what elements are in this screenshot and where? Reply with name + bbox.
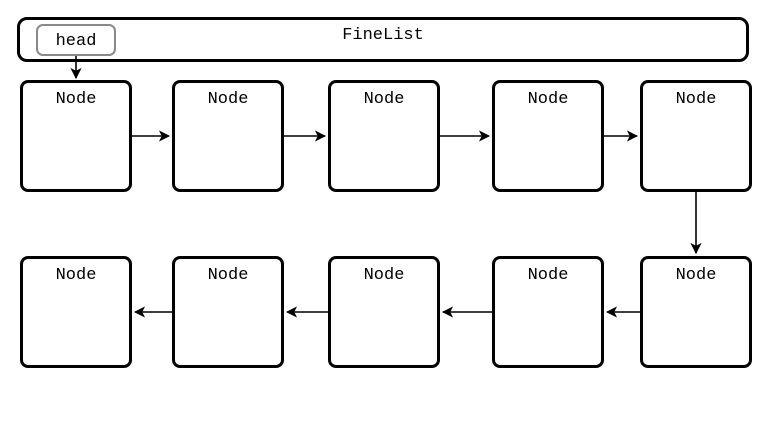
- node-row1-1: Node: [20, 80, 132, 192]
- node-label: Node: [55, 90, 97, 109]
- node-row2-2: Node: [172, 256, 284, 368]
- node-label: Node: [207, 266, 249, 285]
- node-label: Node: [675, 266, 717, 285]
- node-label: Node: [675, 90, 717, 109]
- node-row1-4: Node: [492, 80, 604, 192]
- node-label: Node: [527, 266, 569, 285]
- node-label: Node: [363, 266, 405, 285]
- node-label: Node: [363, 90, 405, 109]
- node-label: Node: [527, 90, 569, 109]
- node-row1-2: Node: [172, 80, 284, 192]
- head-label: head: [55, 32, 97, 51]
- node-row2-5: Node: [640, 256, 752, 368]
- node-label: Node: [207, 90, 249, 109]
- node-row2-4: Node: [492, 256, 604, 368]
- node-row2-1: Node: [20, 256, 132, 368]
- node-label: Node: [55, 266, 97, 285]
- node-row1-5: Node: [640, 80, 752, 192]
- finelist-container: FineList: [17, 17, 749, 62]
- node-row1-3: Node: [328, 80, 440, 192]
- head-pointer-box: head: [36, 24, 116, 56]
- container-title: FineList: [342, 26, 424, 45]
- node-row2-3: Node: [328, 256, 440, 368]
